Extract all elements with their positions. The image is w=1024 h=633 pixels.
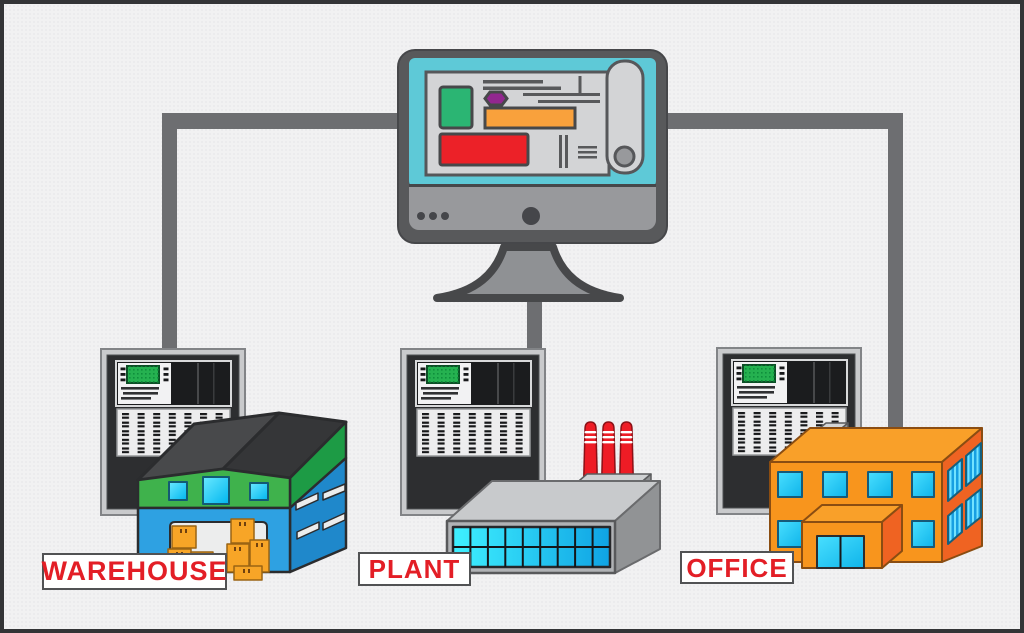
monitor-icon bbox=[397, 49, 668, 302]
link-left-vertical bbox=[162, 113, 177, 349]
office-entrance bbox=[801, 504, 903, 569]
warehouse-windows bbox=[168, 476, 269, 505]
blueprint-orange-bar bbox=[483, 106, 577, 130]
bezel-buttons bbox=[417, 207, 540, 225]
blueprint-green-block bbox=[438, 85, 474, 130]
plant-building-icon bbox=[445, 421, 661, 575]
blueprint-red-bar bbox=[438, 132, 530, 167]
scroll-roll-icon bbox=[605, 59, 645, 175]
chimneys-icon bbox=[582, 421, 635, 490]
office-building-icon bbox=[769, 422, 983, 569]
blueprint-hexagon bbox=[483, 90, 509, 107]
link-right-horizontal bbox=[660, 113, 903, 129]
warehouse-vent-slats bbox=[295, 483, 346, 540]
monitor-stand bbox=[433, 243, 624, 302]
plant-label-text: PLANT bbox=[368, 554, 461, 584]
office-label: OFFICE bbox=[680, 551, 794, 584]
power-button-icon bbox=[522, 207, 540, 225]
office-front-windows bbox=[777, 471, 935, 548]
link-right-vertical bbox=[888, 113, 903, 468]
warehouse-label: WAREHOUSE bbox=[41, 553, 228, 590]
link-left-horizontal bbox=[162, 113, 400, 129]
warehouse-label-text: WAREHOUSE bbox=[41, 556, 228, 586]
plant-window-band bbox=[451, 525, 612, 569]
plant-label: PLANT bbox=[358, 552, 471, 586]
network-links bbox=[162, 113, 903, 468]
office-label-text: OFFICE bbox=[686, 552, 788, 583]
office-side-windows bbox=[947, 442, 982, 545]
blueprint-icon bbox=[424, 59, 645, 177]
